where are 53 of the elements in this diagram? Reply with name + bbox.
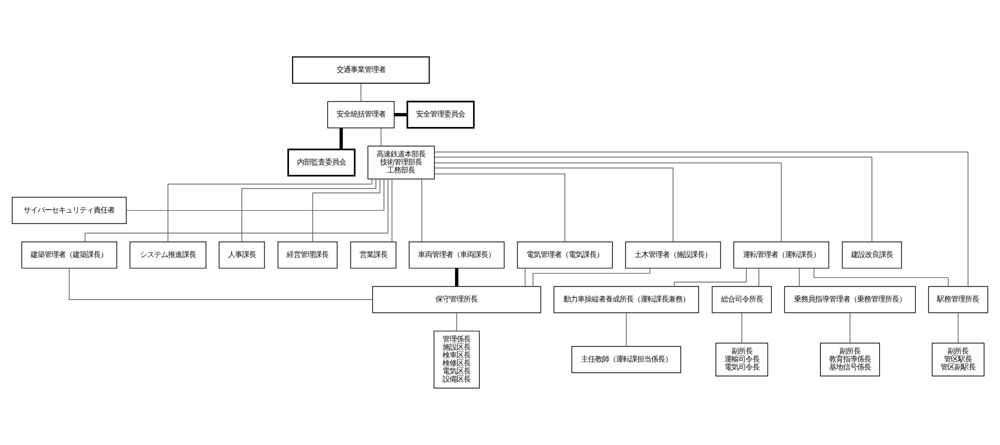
connector (674, 268, 747, 287)
node-box: 駅務管理所長 (928, 286, 988, 314)
connector (360, 83, 362, 102)
connector (455, 268, 458, 286)
node-box: 安全統括管理者 (327, 101, 395, 128)
connector (456, 312, 458, 332)
connector (84, 178, 388, 242)
connector (434, 156, 872, 242)
node-box: 動力車操縦者養成所長（運転課長兼務） (554, 286, 700, 314)
node-box: 副所長 管区駅長 管区副駅長 (932, 342, 984, 376)
node-box: 主任教師（運転課担当係長） (571, 346, 682, 374)
node-box: サイバーセキュリティ責任者 (12, 196, 127, 224)
node-box: 保守管理所長 (372, 286, 542, 314)
connector (168, 178, 372, 242)
connector (241, 178, 376, 242)
node-box: 建築管理者（建築課長） (21, 242, 118, 269)
connector (434, 174, 566, 242)
connector (394, 113, 408, 116)
node-box: 内部監査委員会 (287, 148, 356, 177)
connector (434, 152, 968, 287)
connector (421, 178, 422, 242)
node-box: 副所長 教育指導係長 基地信号係長 (820, 342, 880, 376)
connector (68, 268, 373, 300)
node-box: 管理係長 施設区長 検車区長 検修区長 電気区長 設備区長 (434, 330, 480, 388)
node-box: 経営管理課長 (278, 242, 338, 269)
node-box: 電気管理者（電気課長） (517, 242, 613, 269)
connector (434, 162, 782, 242)
node-box: 副所長 運輸司令長 電気司令長 (715, 342, 768, 376)
connector (312, 178, 380, 242)
node-box: 安全管理委員会 (406, 100, 475, 129)
connector (758, 268, 760, 287)
node-box: 人事課長 (218, 242, 265, 269)
node-box: 営業課長 (350, 242, 396, 269)
node-box: 交通事業管理者 (292, 56, 430, 84)
node-box: 乗務員指導管理者（乗務管理所長） (784, 286, 916, 314)
node-box: システム推進課長 (130, 242, 206, 269)
node-box: 運転管理者（運転課長） (733, 242, 830, 269)
connector (126, 178, 384, 211)
connector (626, 312, 627, 347)
node-box: 総合司令所長 (712, 286, 772, 314)
connector (434, 168, 674, 242)
connector (380, 128, 382, 146)
node-box: 車両管理者（車両課長） (408, 242, 505, 269)
connector (741, 312, 742, 344)
node-box: 土木管理者（施設課長） (625, 242, 721, 269)
connector (798, 268, 800, 287)
connector (958, 312, 959, 344)
node-box: 高速鉄道本部長 技術管理部長 工務部長 (368, 146, 435, 180)
connector (532, 268, 650, 287)
connector (814, 268, 949, 287)
connector (340, 128, 343, 150)
node-box: 建設改良課長 (842, 242, 902, 269)
connector (524, 268, 526, 287)
